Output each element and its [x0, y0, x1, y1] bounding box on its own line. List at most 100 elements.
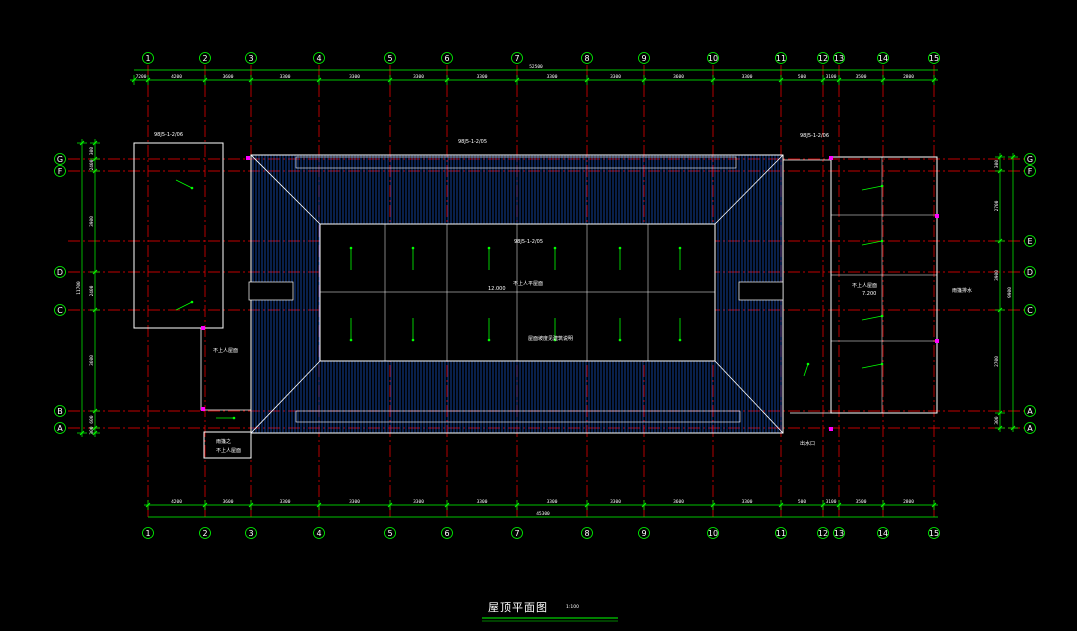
axis-bubble-bottom-1-circle: [142, 527, 154, 539]
axis-bubble-bottom-8-label: 8: [584, 529, 589, 538]
right-dim-tick-4: [997, 410, 1003, 416]
axis-bubble-bottom-7-label: 7: [514, 529, 519, 538]
top-dim-tick-13: [836, 77, 842, 83]
axis-bubble-left-F-label: F: [58, 167, 63, 176]
axis-bubble-right-5-circle: [1024, 405, 1036, 417]
slope-arrowhead-11: [678, 338, 682, 342]
bottom-dim-label-13: 2800: [903, 499, 914, 505]
top-dim-tick-2: [202, 77, 208, 83]
axis-bubble-left-B-label: B: [57, 407, 63, 416]
left-detail-ref: 98J5-1-2/06: [154, 132, 183, 138]
axis-bubble-bottom-3-label: 3: [248, 529, 253, 538]
hip-line-1: [714, 154, 784, 225]
flat-roof-outline: [319, 223, 716, 362]
bottom-dim-label-3: 3300: [349, 499, 360, 505]
drain-marker-2: [935, 214, 939, 218]
axis-bubble-top-14-label: 14: [878, 54, 888, 63]
axis-bubble-top-12-label: 12: [818, 54, 828, 63]
axis-bubble-top-2-label: 2: [202, 54, 207, 63]
bottom-dim-tick-3: [316, 502, 322, 508]
bottom-dim-tick-0: [145, 502, 151, 508]
slope-arrowhead-17: [190, 300, 194, 304]
top-dim-label-7: 3300: [547, 74, 558, 80]
slope-arrowhead-18: [232, 416, 236, 420]
axis-bubble-bottom-1-label: 1: [145, 529, 150, 538]
axis-bubble-top-10-label: 10: [708, 54, 718, 63]
axis-bubble-top-3-circle: [245, 52, 257, 64]
left-overall-dim-tick-1: [79, 430, 85, 436]
axis-bubble-left-G-circle: [54, 153, 66, 165]
top-dim-tick-6: [444, 77, 450, 83]
axis-bubble-bottom-12-label: 12: [818, 529, 828, 538]
right-dim-tick-0: [997, 154, 1003, 160]
bottom-dim-label-11: 3100: [826, 499, 837, 505]
bottom-dim-label-6: 3300: [547, 499, 558, 505]
axis-bubble-top-8-label: 8: [584, 54, 589, 63]
left-dim-label-0: 300: [89, 147, 95, 155]
right-dim-label-2: 3900: [994, 270, 1000, 281]
slope-arrowhead-7: [411, 338, 415, 342]
axis-bubble-right-6-label: A: [1027, 424, 1033, 433]
axis-bubble-top-5-circle: [384, 52, 396, 64]
left-dim-tick-6: [92, 425, 98, 431]
slope-arrowhead-10: [618, 338, 622, 342]
axis-bubble-right-6-circle: [1024, 422, 1036, 434]
slope-arrowhead-13: [880, 239, 884, 243]
axis-bubble-bottom-10-circle: [707, 527, 719, 539]
axis-bubble-top-11-circle: [775, 52, 787, 64]
annotation-layer: 不上人平屋面 12.000 不上人屋面 7.200 不上人屋面 雨篷之 不上人屋…: [154, 132, 972, 454]
axis-bubble-bottom-5-label: 5: [387, 529, 392, 538]
left-dim-label-5: 600: [89, 415, 95, 423]
left-overall-dim-label-0: 11700: [76, 281, 82, 295]
center-gutter-note: 屋面坡度见建筑说明: [528, 335, 573, 342]
top-dim-label-0: 7200: [136, 74, 147, 80]
slope-arrowhead-3: [553, 246, 557, 250]
slope-arrowhead-15: [880, 362, 884, 366]
axis-bubble-bottom-13-circle: [833, 527, 845, 539]
axis-bubble-left-B-circle: [54, 405, 66, 417]
slope-arrowhead-6: [349, 338, 353, 342]
top-dim-tick-10: [710, 77, 716, 83]
right-dim-label-1: 2700: [994, 200, 1000, 211]
axis-bubble-right-2-circle: [1024, 235, 1036, 247]
axis-bubble-bottom-15-circle: [928, 527, 940, 539]
axis-bubble-left-C-circle: [54, 304, 66, 316]
axis-bubble-right-1-label: F: [1028, 167, 1033, 176]
bottom-dim-label-7: 3300: [610, 499, 621, 505]
top-dim-label-6: 3300: [477, 74, 488, 80]
slope-arrowhead-12: [880, 184, 884, 188]
center-elevation: 12.000: [488, 286, 506, 292]
axis-bubble-left-G-label: G: [57, 155, 63, 164]
left-dim-label-6: 300: [89, 426, 95, 434]
top-dim-tick-1: [145, 77, 151, 83]
top-dim-tick-11: [778, 77, 784, 83]
top-dim-label-11: 500: [798, 74, 806, 80]
axis-bubble-left-A-label: A: [57, 424, 63, 433]
top-detail-ref: 98J5-1-2/05: [458, 139, 487, 145]
axis-bubble-left-A-circle: [54, 422, 66, 434]
axis-bubble-right-0-label: G: [1027, 155, 1033, 164]
hip-line-2: [250, 360, 321, 434]
axis-bubble-top-3-label: 3: [248, 54, 253, 63]
axis-bubble-bottom-9-label: 9: [641, 529, 646, 538]
drawing-title: 屋顶平面图: [488, 601, 548, 614]
axis-bubble-top-15-label: 15: [929, 54, 939, 63]
drawing-scale: 1:100: [566, 604, 579, 610]
bottom-dim-tick-4: [387, 502, 393, 508]
left-overall-dim-tick-0: [79, 140, 85, 146]
slope-arrow-14: [861, 315, 883, 321]
bottom-dim-tick-7: [584, 502, 590, 508]
left-dim-tick-1: [92, 156, 98, 162]
bottom-dim-tick-13: [880, 502, 886, 508]
left-dim-tick-7: [92, 430, 98, 436]
drain-marker-6: [829, 427, 833, 431]
slope-arrowhead-5: [678, 246, 682, 250]
axis-bubble-bottom-2-circle: [199, 527, 211, 539]
drain-marker-1: [829, 156, 833, 160]
axis-bubble-left-D-label: D: [57, 268, 63, 277]
slope-arrowhead-19: [806, 362, 810, 366]
axis-bubble-right-2-label: E: [1027, 237, 1032, 246]
bottom-overall-label: 45300: [536, 511, 550, 517]
